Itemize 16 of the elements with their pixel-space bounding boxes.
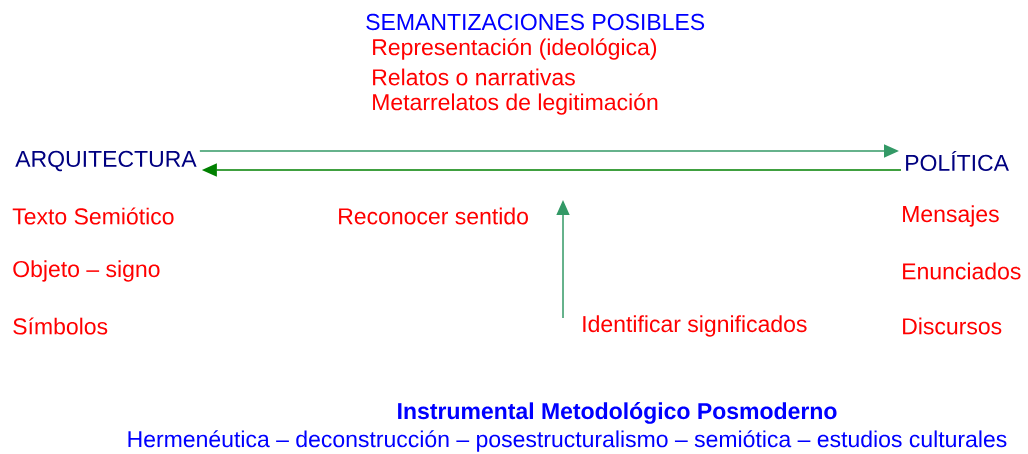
item-text: Reconocer sentido bbox=[339, 207, 528, 225]
heading-text: ARQUITECTURA bbox=[15, 150, 197, 172]
item-text: Identificar significados bbox=[583, 315, 807, 337]
heading-text: POLÍTICA bbox=[906, 150, 1009, 172]
item-text: Enunciados bbox=[903, 262, 1021, 280]
list-item: Metarrelatos de legitimación bbox=[373, 93, 658, 115]
list-item: Relatos o narrativas bbox=[373, 68, 575, 86]
item-text: Texto Semiótico bbox=[12, 207, 174, 225]
heading-text: SEMANTIZACIONES POSIBLES bbox=[366, 13, 705, 31]
item-text: Símbolos bbox=[13, 317, 108, 335]
heading-text: Instrumental Metodológico Posmoderno bbox=[398, 402, 837, 424]
list-item: Representación (ideológica) bbox=[373, 38, 657, 60]
item-text: Mensajes bbox=[903, 205, 999, 227]
item-text: Objeto – signo bbox=[13, 260, 160, 282]
item-text: Discursos bbox=[903, 317, 1002, 335]
caption-text: Hermenéutica – deconstrucción – posestructuralismo – semiótica – estudios culturales bbox=[128, 430, 1007, 452]
